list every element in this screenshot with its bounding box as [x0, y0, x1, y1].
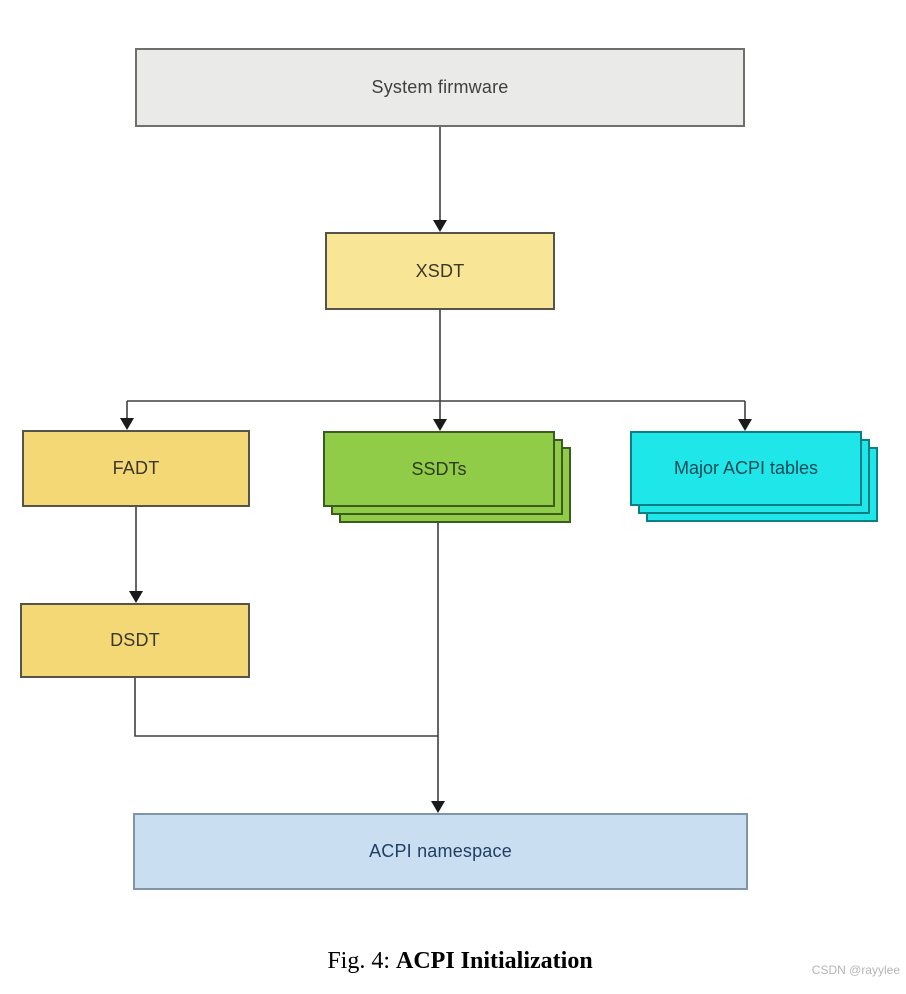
node-ssdts-label: SSDTs — [411, 458, 467, 479]
node-acpi-namespace: ACPI namespace — [133, 813, 748, 890]
node-xsdt-label: XSDT — [415, 260, 465, 281]
figure-caption-title: ACPI Initialization — [396, 948, 593, 974]
node-fadt-label: FADT — [112, 458, 160, 478]
node-acpi-namespace-label: ACPI namespace — [369, 841, 512, 861]
node-xsdt: XSDT — [325, 232, 555, 310]
node-ssdts: SSDTs — [323, 431, 571, 523]
node-system-firmware: System firmware — [135, 48, 745, 127]
major-stack-layer-front: Major ACPI tables — [630, 431, 862, 506]
arrowhead-xsdt — [433, 220, 447, 232]
node-dsdt: DSDT — [20, 603, 250, 678]
edge-dsdt-merge — [134, 678, 438, 737]
arrowhead-dsdt — [129, 591, 143, 603]
arrowhead-major — [738, 419, 752, 431]
arrowhead-fadt — [120, 418, 134, 430]
node-fadt: FADT — [22, 430, 250, 507]
figure-caption: Fig. 4: ACPI Initialization — [7, 948, 906, 975]
watermark-text: CSDN @rayylee — [811, 963, 900, 977]
figure-caption-prefix: Fig. 4: — [327, 948, 390, 974]
node-dsdt-label: DSDT — [110, 630, 160, 650]
ssdts-stack-layer-front: SSDTs — [323, 431, 555, 507]
arrowhead-ssdts — [433, 419, 447, 431]
arrowhead-namespace — [431, 801, 445, 813]
node-major-acpi-tables-label: Major ACPI tables — [673, 458, 819, 478]
node-major-acpi-tables: Major ACPI tables — [630, 431, 878, 522]
node-system-firmware-label: System firmware — [371, 77, 509, 97]
